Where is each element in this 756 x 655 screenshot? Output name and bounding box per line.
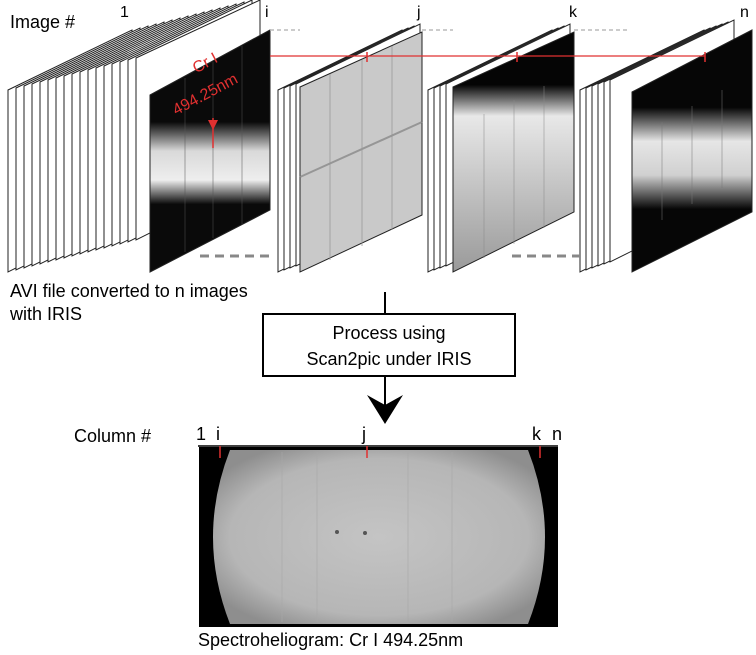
column-marker-1: 1	[196, 424, 207, 444]
frame-stack-j	[277, 23, 423, 273]
process-box-line1: Process using	[332, 323, 446, 343]
source-caption-line2: with IRIS	[10, 304, 83, 324]
process-box: Process using Scan2pic under IRIS	[262, 313, 516, 377]
column-axis-title: Column #	[74, 426, 152, 446]
frame-stack-k	[427, 23, 575, 273]
down-arrow-icon	[367, 395, 403, 424]
column-marker-k: k	[532, 424, 541, 444]
sunspot	[335, 530, 339, 534]
column-marker-i: i	[216, 424, 220, 444]
image-marker-n: n	[740, 4, 749, 21]
image-axis-title: Image #	[10, 12, 76, 32]
source-caption-line1: AVI file converted to n images	[10, 281, 248, 301]
column-marker-n: n	[552, 424, 563, 444]
column-marker-j: j	[362, 424, 366, 444]
cr-line-pointer-icon	[208, 120, 218, 130]
solar-disk	[213, 450, 545, 624]
sunspot	[363, 531, 367, 535]
image-marker-i: i	[265, 4, 269, 21]
frame-j	[299, 31, 423, 273]
spectroheliogram-image	[198, 445, 558, 627]
image-marker-j: j	[417, 4, 421, 21]
result-caption: Spectroheliogram: Cr I 494.25nm	[198, 630, 464, 650]
image-marker-k: k	[569, 4, 577, 21]
process-box-line2: Scan2pic under IRIS	[306, 349, 472, 369]
frame-stack-to-n	[579, 19, 753, 273]
image-marker-1: 1	[120, 4, 129, 21]
frame-stack-1-to-i	[7, 0, 271, 273]
frame-i	[149, 29, 271, 273]
